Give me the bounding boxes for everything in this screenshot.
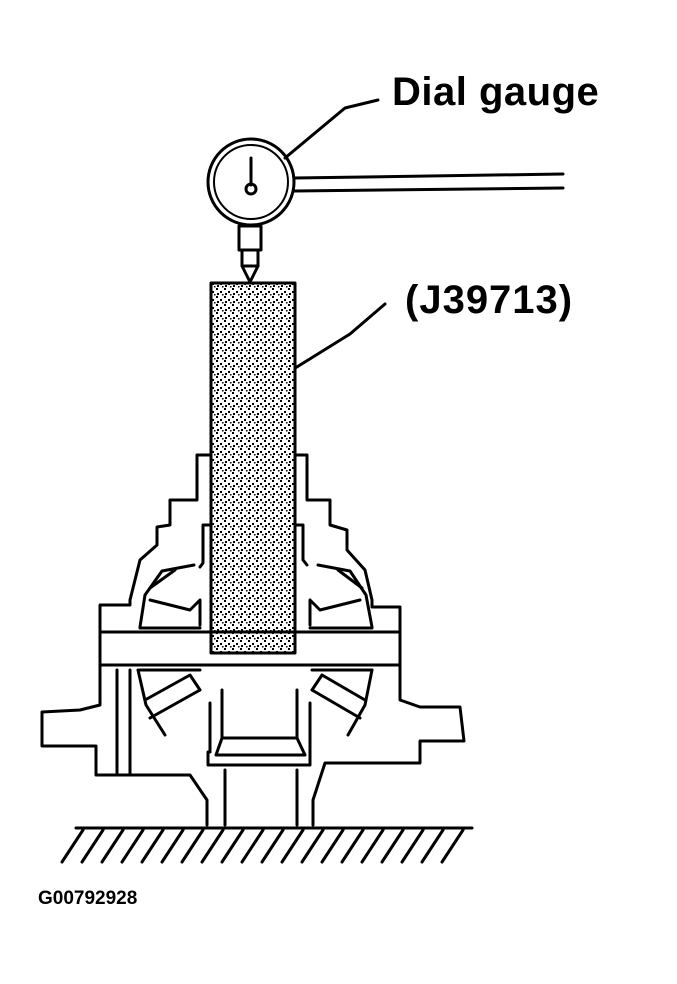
special-tool-block (209, 281, 297, 655)
side-gears (136, 563, 374, 737)
differential-case (40, 453, 466, 827)
dial-gauge-icon (206, 137, 296, 227)
tool-leader-line (290, 302, 387, 372)
gauge-arm (292, 172, 565, 193)
ground-surface (60, 826, 474, 864)
tool-number-label: (J39713) (405, 278, 574, 322)
gauge-plunger (237, 224, 263, 284)
dial-gauge-leader-line (283, 98, 380, 160)
figure-code: G00792928 (38, 888, 138, 909)
dial-gauge-label: Dial gauge (392, 70, 600, 114)
